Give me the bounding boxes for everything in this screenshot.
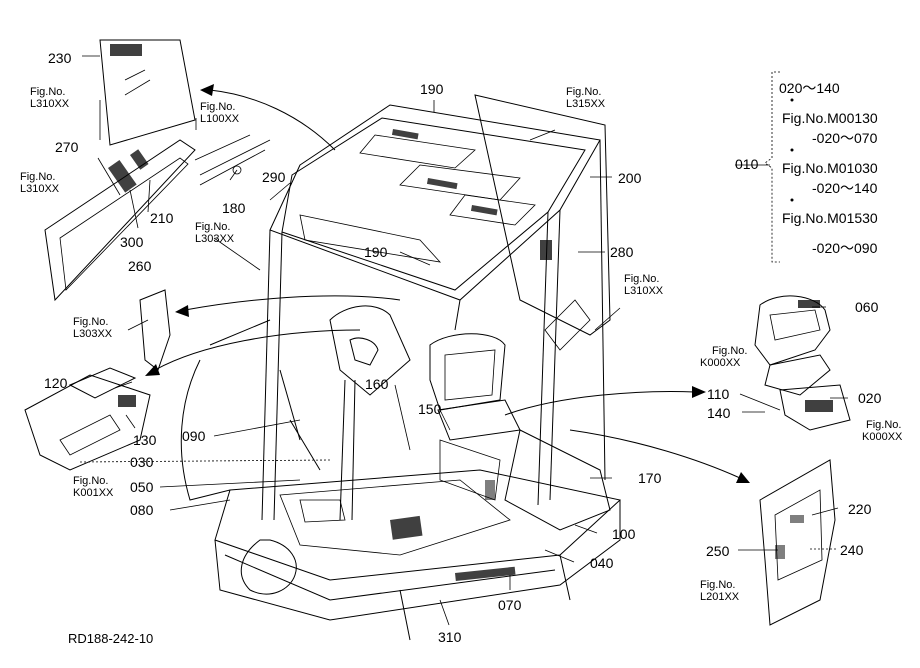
side-panel-260 [139,289,171,371]
label-220: 220 [848,501,872,517]
label-020: 020 [858,390,882,406]
fig-ref-l100-2: L100XX [200,113,240,125]
label-120: 120 [44,375,68,391]
front-window-glass [99,39,196,146]
switch-panel-k001 [24,367,151,471]
label-190-mid: 190 [364,244,388,260]
label-260: 260 [128,258,152,274]
fig-ref-l315-1: Fig.No. [566,86,601,98]
model-bracket-list: 020～140 Fig.No.M00130 -020～070 Fig.No.M0… [779,80,878,256]
lever-box-k000 [754,295,851,431]
label-150: 150 [418,401,442,417]
bracket-row-3-range: -020～090 [812,240,878,256]
label-040: 040 [590,555,614,571]
wiper-parts [194,134,271,186]
fig-ref-l310-mid-2: L310XX [20,183,60,195]
bracket-head: 020～140 [779,80,840,96]
fig-ref-l303-left-1: Fig.No. [73,316,108,328]
label-310: 310 [438,629,462,645]
label-200: 200 [618,170,642,186]
bracket-frame [764,71,794,263]
leader-lines [79,55,848,626]
label-290: 290 [262,169,286,185]
label-090: 090 [182,428,206,444]
lower-front-glass [44,139,196,302]
fig-ref-l310-right-1: Fig.No. [624,273,659,285]
bracket-row-2-fig: Fig.No.M01030 [782,160,878,176]
fig-ref-l315-2: L315XX [566,98,606,110]
label-230: 230 [48,50,72,66]
label-250: 250 [706,543,730,559]
fig-ref-l310-top-2: L310XX [30,98,70,110]
fig-ref-l100-1: Fig.No. [200,101,235,113]
label-270: 270 [55,139,79,155]
label-280: 280 [610,244,634,260]
label-190-top: 190 [420,81,444,97]
label-060: 060 [855,299,879,315]
cab-drawing [180,94,622,641]
label-100: 100 [612,526,636,542]
figure-references: Fig.No. L310XX Fig.No. L100XX Fig.No. L3… [20,86,903,603]
drawing-reference: RD188-242-10 [68,631,153,646]
label-080: 080 [130,502,154,518]
fig-ref-k000-a-1: Fig.No. [712,345,747,357]
label-030: 030 [130,454,154,470]
label-110: 110 [707,386,730,402]
fig-ref-l201-2: L201XX [700,591,740,603]
fig-ref-l201-1: Fig.No. [700,579,735,591]
bracket-row-1-range: -020～070 [812,130,878,146]
label-050: 050 [130,479,154,495]
fig-ref-l303-left-2: L303XX [73,328,113,340]
fig-ref-l303-top-1: Fig.No. [195,221,230,233]
bracket-row-3-fig: Fig.No.M01530 [782,210,878,226]
explode-arrows [145,84,750,483]
label-140: 140 [707,405,731,421]
label-300: 300 [120,234,144,250]
label-070: 070 [498,597,522,613]
fig-ref-l303-top-2: L303XX [195,233,235,245]
fig-ref-k001-2: K001XX [73,487,114,499]
fig-ref-l310-top-1: Fig.No. [30,86,65,98]
fig-ref-k001-1: Fig.No. [73,475,108,487]
label-160: 160 [365,376,389,392]
bracket-row-1-fig: Fig.No.M00130 [782,110,878,126]
part-labels: 230 270 210 300 180 290 190 190 200 280 … [44,50,882,645]
bracket-row-2-range: -020～140 [812,180,878,196]
label-180: 180 [222,200,246,216]
rear-cover-l201 [759,459,836,626]
fig-ref-k000-b-2: K000XX [862,431,903,443]
fig-ref-k000-b-1: Fig.No. [866,419,901,431]
fig-ref-k000-a-2: K000XX [700,357,741,369]
label-010: 010 [735,156,759,172]
label-240: 240 [840,542,864,558]
label-130: 130 [133,432,157,448]
label-210: 210 [150,210,174,226]
fig-ref-l310-right-2: L310XX [624,285,664,297]
fig-ref-l310-mid-1: Fig.No. [20,171,55,183]
label-170: 170 [638,470,662,486]
